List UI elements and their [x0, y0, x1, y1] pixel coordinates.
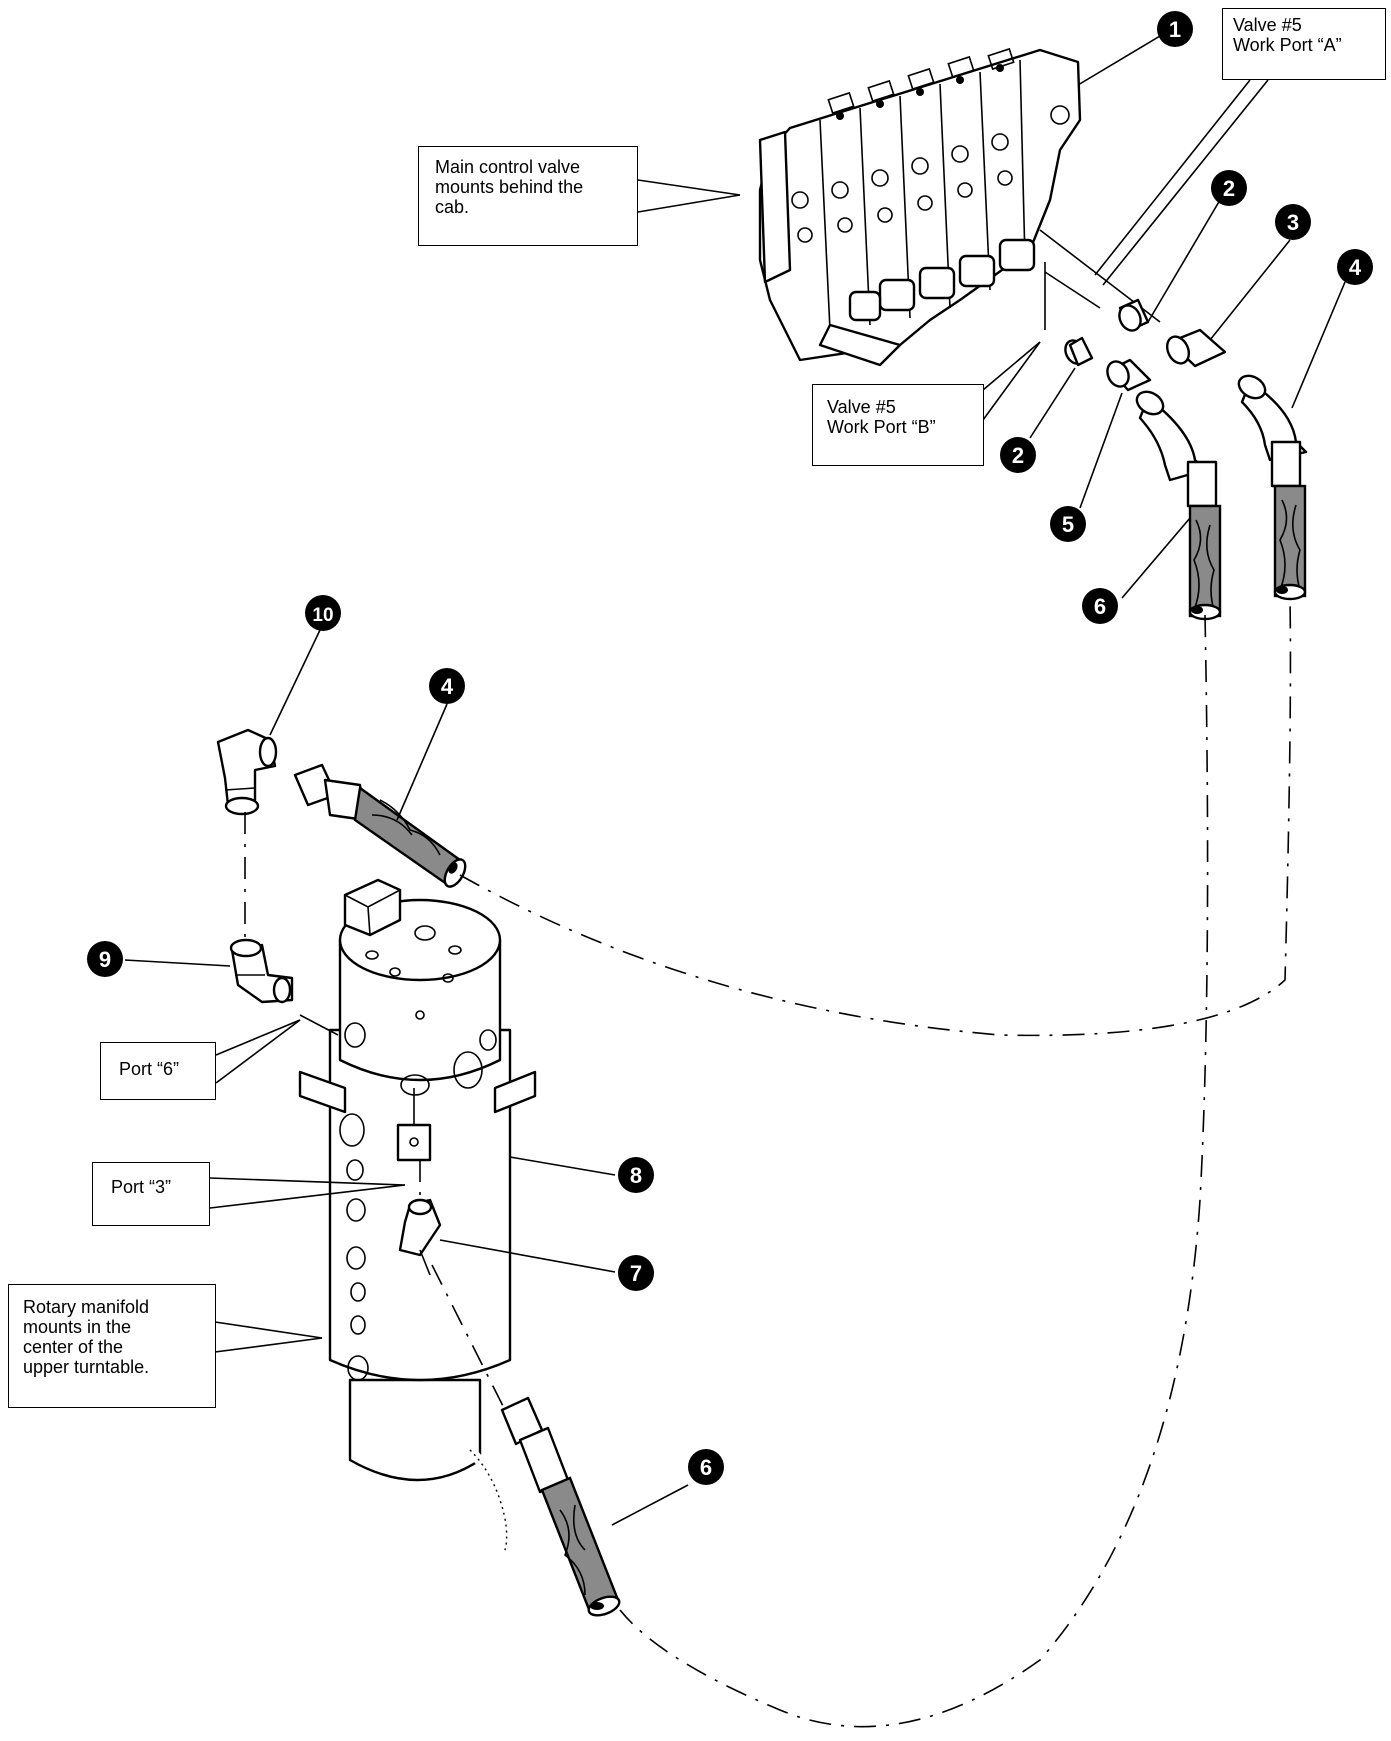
badge-10-label: 10: [312, 605, 333, 626]
badge-7: 7: [618, 1255, 654, 1291]
callout-main-control-line-1: Main control valve: [435, 157, 581, 177]
callout-rotary-line-2: mounts in the: [23, 1317, 132, 1337]
badge-4-left: 4: [429, 668, 465, 704]
badge-2-bottom: 2: [1000, 437, 1036, 473]
fitting-3: [1165, 328, 1227, 368]
hose-6-bottom: [500, 1396, 621, 1617]
callout-valve-5-work-port-b: Valve #5 Work Port “B”: [812, 384, 984, 466]
callout-rotary-line-3: center of the: [23, 1337, 124, 1357]
badge-3: 3: [1275, 204, 1311, 240]
hose-6-top: [1135, 390, 1222, 621]
badge-2-top-label: 2: [1223, 176, 1235, 201]
hose-4-top: [1237, 374, 1308, 601]
badge-6-top: 6: [1082, 588, 1118, 624]
callout-valve-a-line-1: Valve #5: [1233, 15, 1302, 35]
callout-main-control-valve: Main control valve mounts behind the cab…: [418, 146, 638, 246]
hose-4-left: [293, 763, 467, 888]
callout-port-6-line-1: Port “6”: [119, 1059, 180, 1079]
badge-2-top: 2: [1211, 170, 1247, 206]
callout-port-3: Port “3”: [92, 1162, 210, 1226]
rotary-manifold: [298, 878, 537, 1552]
badge-5: 5: [1050, 506, 1086, 542]
badge-6-bottom-label: 6: [700, 1455, 712, 1480]
callout-port-6: Port “6”: [100, 1042, 216, 1100]
badge-6-bottom: 6: [688, 1449, 724, 1485]
main-control-valve: [758, 47, 1082, 367]
badge-5-label: 5: [1062, 512, 1074, 537]
badge-7-label: 7: [630, 1261, 642, 1286]
callout-port-3-line-1: Port “3”: [111, 1177, 172, 1197]
elbow-10: [216, 728, 278, 816]
badge-3-label: 3: [1287, 210, 1299, 235]
badge-9-label: 9: [99, 947, 111, 972]
fitting-5: [1106, 358, 1152, 392]
callout-rotary-line-1: Rotary manifold: [23, 1297, 150, 1317]
badge-1: 1: [1157, 11, 1193, 47]
badge-4-top-label: 4: [1349, 255, 1362, 280]
badge-8: 8: [618, 1157, 654, 1193]
badge-6-top-label: 6: [1094, 594, 1106, 619]
badge-10: 10: [305, 595, 341, 631]
leader-lines: [124, 29, 1346, 1526]
callout-rotary-manifold: Rotary manifold mounts in the center of …: [8, 1284, 216, 1408]
callout-main-control-line-3: cab.: [435, 197, 470, 217]
callout-rotary-line-4: upper turntable.: [23, 1357, 150, 1377]
callout-valve-5-work-port-a: Valve #5 Work Port “A”: [1222, 8, 1386, 80]
fitting-2-bottom: [1064, 336, 1094, 367]
fitting-2-top: [1118, 298, 1150, 332]
routing-dash-lines: [244, 599, 1292, 1728]
badge-4-left-label: 4: [441, 674, 454, 699]
badge-1-label: 1: [1169, 17, 1181, 42]
badge-8-label: 8: [630, 1163, 642, 1188]
badge-2-bottom-label: 2: [1012, 443, 1024, 468]
callout-valve-b-line-2: Work Port “B”: [827, 417, 936, 437]
callout-valve-a-line-2: Work Port “A”: [1233, 35, 1342, 55]
badge-9: 9: [87, 941, 123, 977]
fitting-7: [398, 1198, 442, 1276]
elbow-9: [229, 938, 294, 1004]
callout-valve-b-line-1: Valve #5: [827, 397, 896, 417]
callout-main-control-line-2: mounts behind the: [435, 177, 584, 197]
badge-4-top: 4: [1337, 249, 1373, 285]
